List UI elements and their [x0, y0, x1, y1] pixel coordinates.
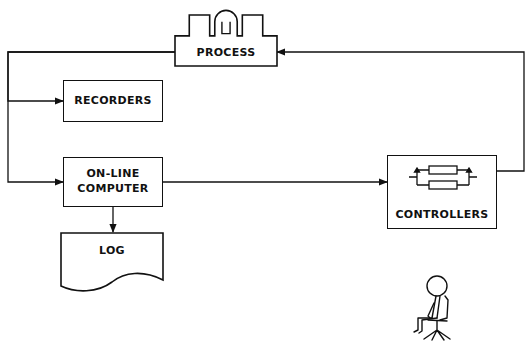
computer-box: ON-LINE COMPUTER — [63, 157, 163, 207]
recorders-box: RECORDERS — [63, 80, 163, 122]
controllers-box: CONTROLLERS — [387, 155, 497, 229]
signal-line — [163, 181, 387, 182]
operator-body — [437, 296, 440, 318]
seated-operator — [414, 276, 450, 340]
chair-back — [440, 296, 448, 320]
node-label: LOG — [66, 244, 158, 259]
node-label: CONTROLLERS — [392, 208, 492, 223]
process-vessel: PROCESS — [175, 14, 277, 66]
controller-symbol — [409, 166, 477, 189]
signal-line — [112, 207, 113, 232]
document-outline — [61, 233, 163, 291]
signal-line — [277, 52, 524, 171]
log-document: LOG — [60, 232, 164, 292]
node-label: ON-LINE COMPUTER — [70, 167, 156, 197]
operator-head — [427, 276, 447, 296]
chair-base — [424, 321, 450, 340]
operator-arm — [428, 303, 434, 318]
node-label: RECORDERS — [70, 94, 156, 109]
node-label: PROCESS — [181, 46, 271, 61]
vessel-outline — [175, 10, 277, 66]
log-outline — [60, 232, 164, 292]
vessel-inner — [222, 22, 230, 34]
